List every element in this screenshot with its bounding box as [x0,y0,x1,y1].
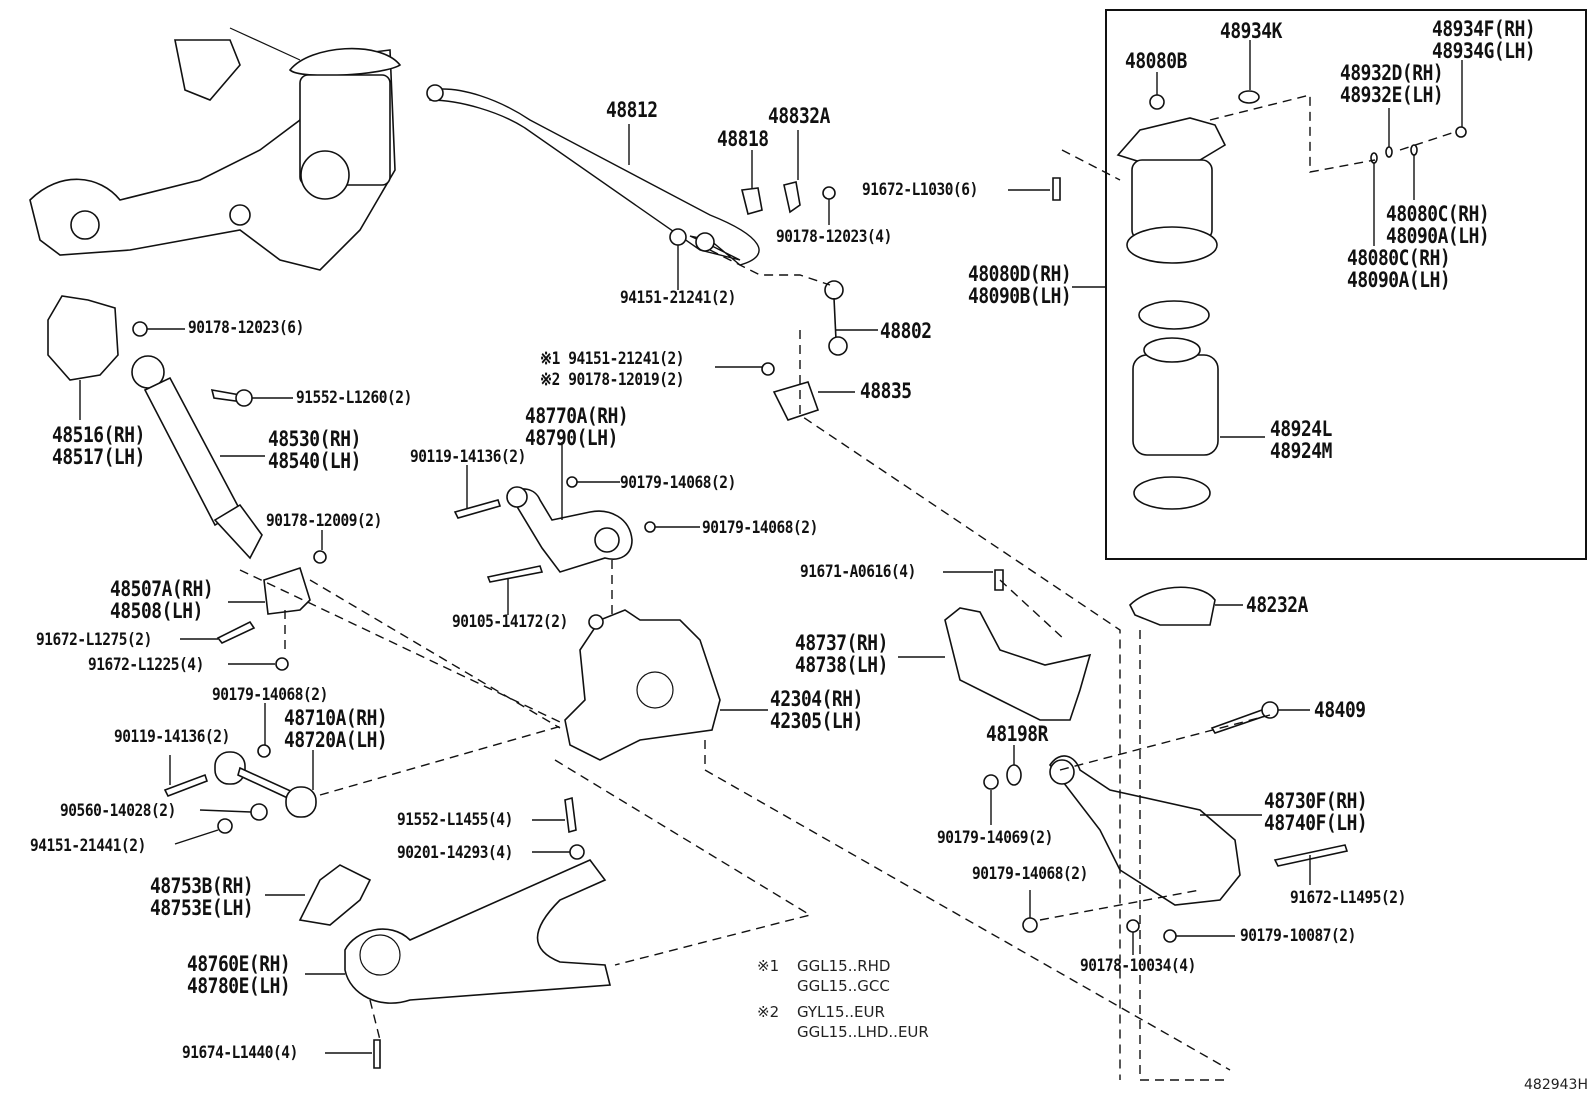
callout-91552-L1455: 91552-L1455(4) [397,810,513,830]
callout-91672-L1495: 91672-L1495(2) [1290,888,1406,908]
callout-90178-12009: 90178-12009(2) [266,511,382,531]
callout-48802: 48802 [880,319,932,343]
air-spring [1116,90,1467,510]
lower-control-arm [1049,755,1241,906]
callout-48710A: 48710A(RH) 48720A(LH) [284,706,388,752]
bushing-94151-21241 [669,228,687,246]
callout-90178-12023-x4: 90178-12023(4) [776,227,892,247]
callout-91672-L1275: 91672-L1275(2) [36,630,152,650]
callout-91672-L1225: 91672-L1225(4) [88,655,204,675]
note-text-2: GYL15..EUR GGL15..LHD..EUR [797,1003,929,1041]
callout-90179-14069: 90179-14069(2) [937,828,1053,848]
callout-91671-A0616: 91671-A0616(4) [800,562,916,582]
callout-48760E: 48760E(RH) 48780E(LH) [187,952,291,998]
nut-90178-12023 [132,321,148,337]
bracket-48835 [772,381,820,421]
callout-48924L: 48924L 48924M [1270,417,1332,463]
callout-90179-14068-c: 90179-14068(2) [212,685,328,705]
callout-48770A: 48770A(RH) 48790(LH) [525,404,629,450]
note-text-1: GGL15..RHD GGL15..GCC [797,957,891,995]
callout-48812: 48812 [606,98,658,122]
callout-94151-21241: 94151-21241(2) [620,288,736,308]
callout-48737: 48737(RH) 48738(LH) [795,631,888,677]
callout-90179-14068-right: 90179-14068(2) [972,864,1088,884]
callout-91552-L1260: 91552-L1260(2) [296,388,412,408]
callout-48080C-upper: 48080C(RH) 48090A(LH) [1386,202,1490,248]
callout-48080B: 48080B [1125,49,1187,73]
callout-91672-L1030: 91672-L1030(6) [862,180,978,200]
callout-variant-2-part: ※2 90178-12019(2) [540,370,685,390]
callout-48832A: 48832A [768,104,830,128]
callout-48730F: 48730F(RH) 48740F(LH) [1264,789,1368,835]
note-mark-2: ※2 [757,1003,780,1021]
callout-90179-10087: 90179-10087(2) [1240,926,1356,946]
lower-shock-bracket [263,566,311,615]
callout-90560-14028: 90560-14028(2) [60,801,176,821]
assembly-guide-lines [239,94,1456,1081]
callout-48409: 48409 [1314,698,1366,722]
stabilizer-bar [429,88,760,266]
callout-48753B: 48753B(RH) 48753E(LH) [150,874,254,920]
callout-48198R: 48198R [986,722,1048,746]
callout-48516: 48516(RH) 48517(LH) [52,423,145,469]
stabilizer-link [824,280,848,356]
callout-94151-21441: 94151-21441(2) [30,836,146,856]
callout-90178-10034: 90178-10034(4) [1080,956,1196,976]
bushing-48818 [741,187,763,215]
callout-48934K: 48934K [1220,19,1282,43]
callout-variant-1-part: ※1 94151-21241(2) [540,349,685,369]
leader-lines [79,40,1463,1054]
callout-90201-14293: 90201-14293(4) [397,843,513,863]
callout-90105-14172: 90105-14172(2) [452,612,568,632]
upper-shock-mount [47,295,119,381]
callout-48530: 48530(RH) 48540(LH) [268,427,361,473]
callout-48835: 48835 [860,379,912,403]
air-spring-inset-box [1105,9,1587,560]
callout-90119-14136-upper: 90119-14136(2) [410,447,526,467]
catalog-number: 482943H [1524,1077,1588,1093]
callout-48232A: 48232A [1246,593,1308,617]
spring-seat [1129,586,1216,626]
callout-90179-14068-a: 90179-14068(2) [620,473,736,493]
trailing-arm [344,859,612,1004]
lateral-link [214,751,317,818]
callout-48932D: 48932D(RH) 48932E(LH) [1340,61,1444,107]
callout-48080C-lower: 48080C(RH) 48090A(LH) [1347,246,1451,292]
callout-42304: 42304(RH) 42305(LH) [770,687,863,733]
callout-48507A: 48507A(RH) 48508(LH) [110,577,214,623]
callout-90179-14068-b: 90179-14068(2) [702,518,818,538]
callout-48818: 48818 [717,127,769,151]
callout-91674-L1440: 91674-L1440(4) [182,1043,298,1063]
callout-48080D: 48080D(RH) 48090B(LH) [968,262,1072,308]
trailing-arm-cover [298,864,372,926]
callout-90178-12023-x6: 90178-12023(6) [188,318,304,338]
rear-knuckle [564,609,721,761]
suspension-assembly-overview [29,27,402,271]
callout-48934F: 48934F(RH) 48934G(LH) [1432,17,1536,63]
mudguard [944,607,1092,721]
bracket-48832A [783,181,801,214]
shock-absorber [131,355,263,560]
note-mark-1: ※1 [757,957,780,975]
callout-90119-14136-lower: 90119-14136(2) [114,727,230,747]
